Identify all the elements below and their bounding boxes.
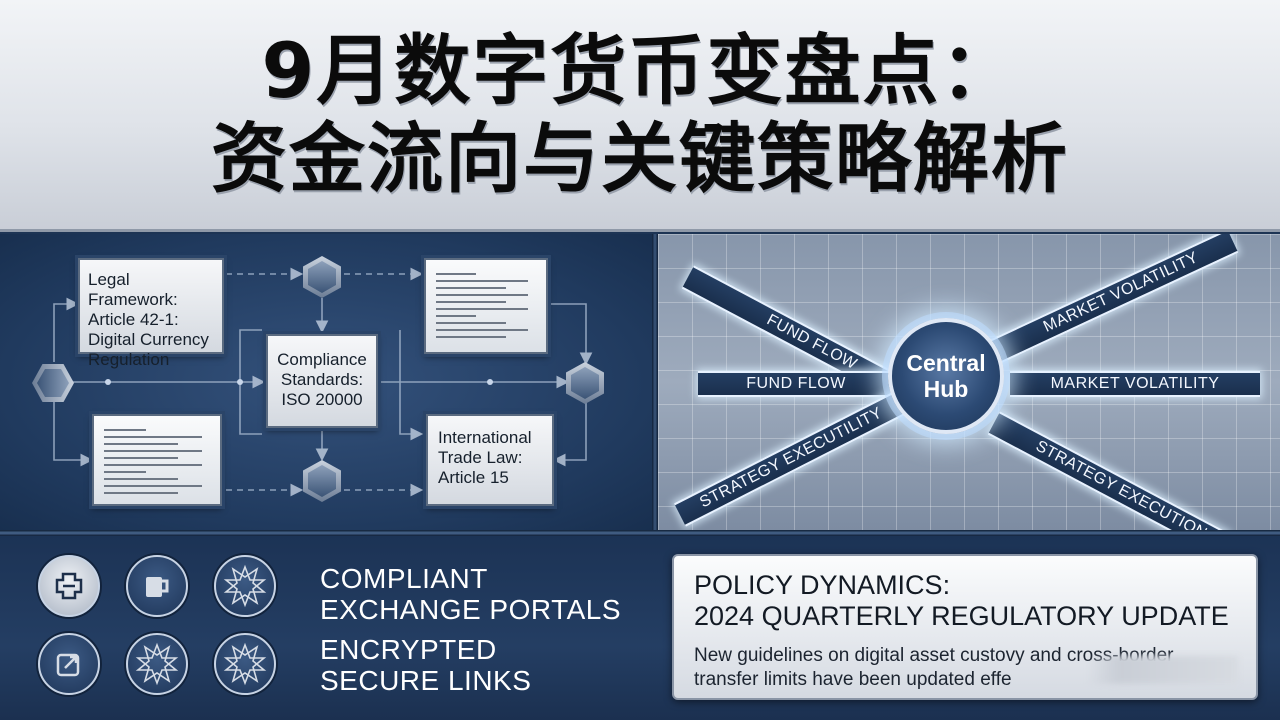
policy-dynamics-card: POLICY DYNAMICS: 2024 QUARTERLY REGULATO… <box>672 554 1258 700</box>
title-banner: 9月数字货币变盘点： 资金流向与关键策略解析 <box>0 0 1280 232</box>
legal-framework-panel: Legal Framework: Article 42-1: Digital C… <box>78 258 224 369</box>
document-icon-bottom <box>92 414 222 506</box>
policy-title-line1: POLICY DYNAMICS: <box>694 570 951 600</box>
star-seal-icon <box>126 633 188 695</box>
document-icon-top <box>424 258 548 354</box>
legal-framework-text: Legal Framework: Article 42-1: Digital C… <box>88 270 209 369</box>
section-divider-vertical <box>652 234 658 530</box>
policy-title-line2: 2024 QUARTERLY REGULATORY UPDATE <box>694 601 1229 631</box>
title-line-1: 9月数字货币变盘点： <box>261 25 1019 115</box>
central-hub-diagram: FUND FLOW MARKET VOLATILITY FUND FLOW MA… <box>658 234 1280 530</box>
compliance-standards-text: Compliance Standards: ISO 20000 <box>277 350 367 409</box>
node-hexagon-bottom <box>303 460 341 502</box>
beam-fund-flow-mid: FUND FLOW <box>698 371 894 397</box>
central-hub-label: Central Hub <box>906 350 986 402</box>
beam-market-volatility-mid: MARKET VOLATILITY <box>1010 371 1260 397</box>
title-line-2: 资金流向与关键策略解析 <box>211 113 1069 203</box>
section-divider-horizontal <box>0 530 1280 536</box>
blurred-watermark <box>1088 656 1238 684</box>
central-hub: Central Hub <box>888 318 1004 434</box>
compliant-label-line1: COMPLIANT <box>320 563 488 594</box>
star-seal-icon <box>214 555 276 617</box>
international-trade-text: International Trade Law: Article 15 <box>438 428 532 487</box>
international-trade-panel: International Trade Law: Article 15 <box>426 414 554 506</box>
external-link-icon <box>38 633 100 695</box>
node-hexagon-top <box>303 256 341 298</box>
flowchart-connectors <box>53 267 593 497</box>
lifebuoy-icon <box>38 555 100 617</box>
beam-label: FUND FLOW <box>746 375 846 392</box>
encrypted-label-line1: ENCRYPTED <box>320 634 497 665</box>
compliance-standards-panel: Compliance Standards: ISO 20000 <box>266 334 378 428</box>
star-seal-icon <box>214 633 276 695</box>
encrypted-label-line2: SECURE LINKS <box>320 665 532 696</box>
policy-body: New guidelines on digital asset custovy … <box>694 645 1174 690</box>
compliant-label-line2: EXCHANGE PORTALS <box>320 594 622 625</box>
mug-icon <box>126 555 188 617</box>
beam-label: MARKET VOLATILITY <box>1050 375 1220 392</box>
